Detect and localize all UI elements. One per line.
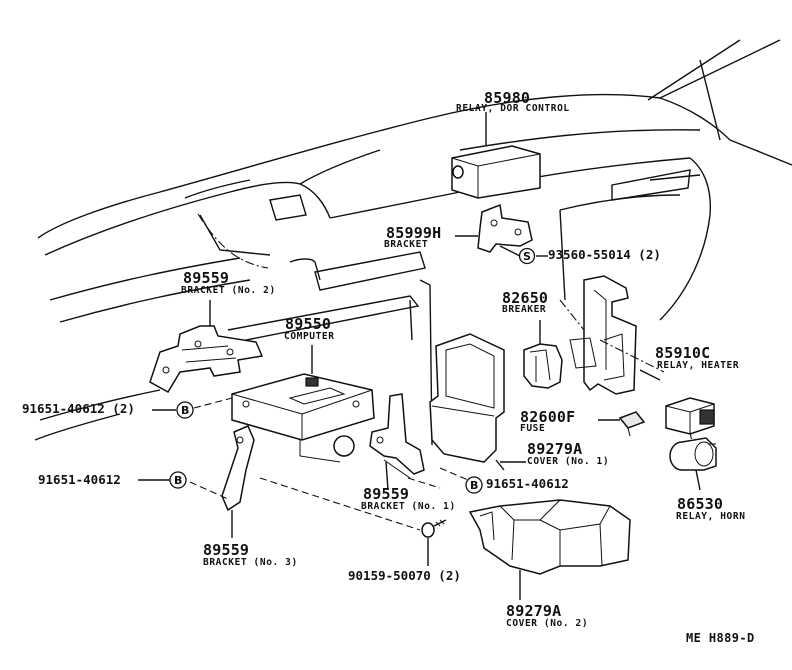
relay-door-control-number: 85980 (484, 89, 531, 107)
relay-door-control-name: RELAY, DOR CONTROL (456, 103, 570, 114)
clip-symbol-left-lower: B (138, 471, 187, 489)
screw-symbol-s: S (518, 247, 536, 265)
bolt-90159-number: 90159-50070 (2) (348, 568, 461, 583)
bolt-part (259, 477, 447, 566)
bracket-no1-part (369, 393, 441, 491)
diagram-code: ME H889-D (686, 631, 755, 645)
fuse-name: FUSE (520, 423, 546, 434)
relay-door-control-part (451, 112, 541, 199)
relay-horn-part (669, 431, 717, 491)
bracket-no1-name: BRACKET (No. 1) (361, 501, 456, 512)
cover-no2-name: COVER (No. 2) (506, 618, 589, 629)
bracket-no2-number: 89559 (183, 269, 230, 287)
clip-symbol-left-upper: B (176, 397, 233, 419)
cover-no2-part (468, 499, 631, 600)
relay-horn-number: 86530 (677, 495, 724, 513)
clip-left-lower-number: 91651-40612 (38, 472, 121, 487)
computer-part (231, 345, 375, 463)
relay-heater-name: RELAY, HEATER (657, 360, 740, 371)
cover-no2-number: 89279A (506, 602, 562, 620)
breaker-name: BREAKER (502, 304, 547, 315)
bracket-no2-part (149, 300, 264, 394)
svg-text:B: B (181, 404, 189, 417)
relay-heater-number: 85910C (655, 344, 711, 362)
screw-93560-number: 93560-55014 (2) (548, 247, 661, 262)
fuse-part (598, 411, 646, 437)
bracket-85999h-number: 85999H (386, 224, 442, 242)
bracket-no2-name: BRACKET (No. 2) (181, 285, 276, 296)
cover-no1-number: 89279A (527, 440, 583, 458)
leader-lines (152, 255, 661, 463)
svg-text:B: B (470, 479, 478, 492)
breaker-part (523, 320, 563, 389)
svg-text:B: B (174, 474, 182, 487)
clip-left-upper-number: 91651-40612 (2) (22, 401, 135, 416)
bracket-no1-number: 89559 (363, 485, 410, 503)
breaker-number: 82650 (502, 289, 549, 307)
bracket-85999h-name: BRACKET (384, 239, 429, 250)
fuse-number: 82600F (520, 408, 576, 426)
clip-right-number: 91651-40612 (486, 476, 569, 491)
bracket-no3-part (189, 425, 255, 538)
computer-name: COMPUTER (284, 331, 335, 342)
relay-block-bracket (559, 275, 665, 395)
relay-heater-part (665, 397, 715, 435)
instrument-panel-outline (34, 39, 792, 446)
relay-horn-name: RELAY, HORN (676, 511, 746, 522)
cover-no1-part (429, 333, 505, 471)
computer-number: 89550 (285, 315, 332, 333)
svg-text:S: S (523, 250, 531, 263)
bracket-no3-name: BRACKET (No. 3) (203, 557, 298, 568)
bracket-85999h-part (455, 203, 533, 257)
bracket-no3-number: 89559 (203, 541, 250, 559)
clip-symbol-right: B (439, 467, 483, 494)
cover-no1-name: COVER (No. 1) (527, 456, 610, 467)
